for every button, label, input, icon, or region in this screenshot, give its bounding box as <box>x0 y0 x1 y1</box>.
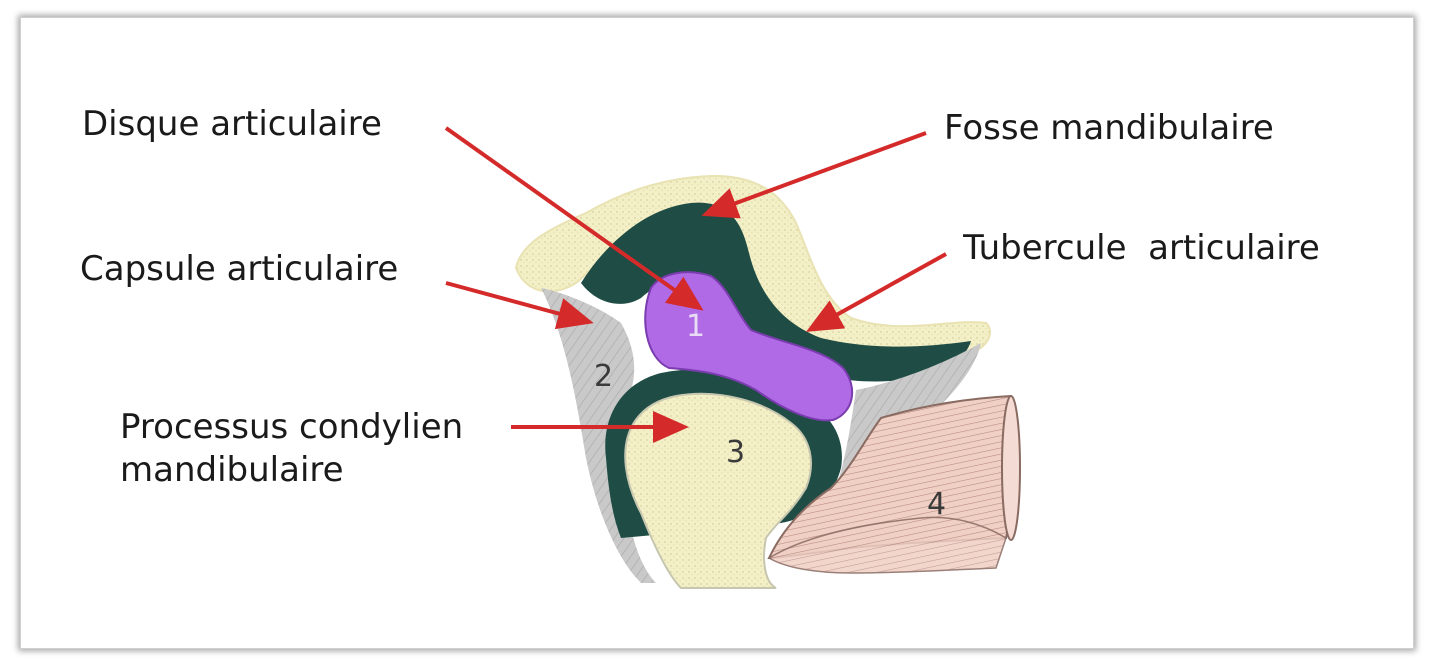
arrow-fosse <box>701 131 927 219</box>
muscle-cut-end <box>1001 395 1021 541</box>
figure-card: 1 2 3 4 Disque articulaire Fosse mandibu… <box>20 17 1414 649</box>
number-4: 4 <box>927 487 946 522</box>
tmj-diagram: 1 2 3 4 <box>444 126 1021 589</box>
muscle-lower-head <box>767 516 1007 574</box>
label-processus-line2: mandibulaire <box>120 449 344 490</box>
label-fosse-mandibulaire: Fosse mandibulaire <box>944 108 1274 148</box>
label-tubercule-articulaire: Tubercule articulaire <box>963 228 1320 268</box>
label-capsule-articulaire: Capsule articulaire <box>80 249 399 289</box>
label-processus-line1: Processus condylien <box>120 407 464 447</box>
number-2: 2 <box>594 359 613 394</box>
label-disque-articulaire: Disque articulaire <box>82 104 382 144</box>
number-1: 1 <box>686 309 705 344</box>
label-processus-condylien: Processus condylien mandibulaire <box>120 406 463 491</box>
arrow-tubercule <box>806 252 947 332</box>
capsule-posterior <box>541 288 656 583</box>
fossa-cartilage <box>581 202 971 382</box>
arrow-capsule <box>445 281 594 330</box>
arrow-disque <box>444 126 704 311</box>
number-3: 3 <box>726 435 745 470</box>
